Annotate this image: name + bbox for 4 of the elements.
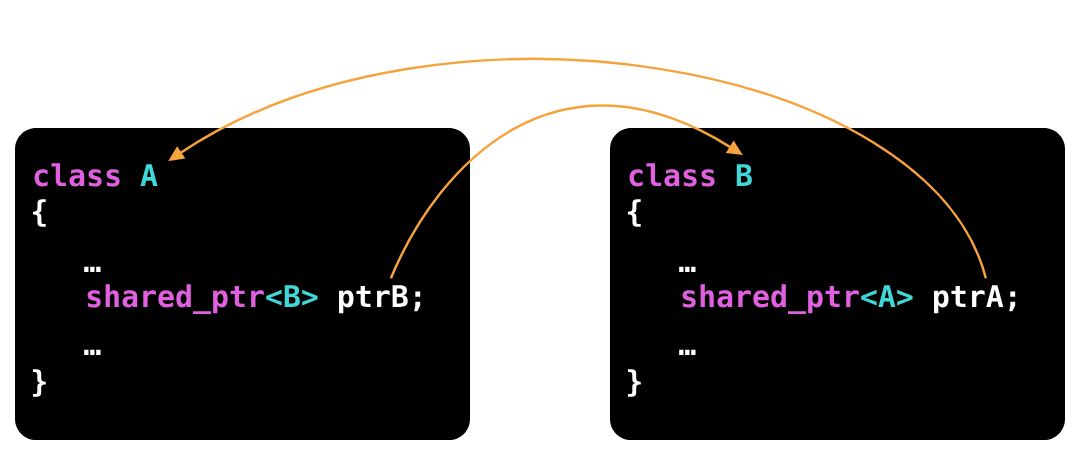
class-header: class A — [34, 163, 158, 187]
member-declaration: shared_ptr<A> ptrA; — [682, 284, 1016, 315]
class-header: class B — [629, 163, 752, 187]
member-declaration: shared_ptr<B> ptrB; — [87, 284, 421, 315]
